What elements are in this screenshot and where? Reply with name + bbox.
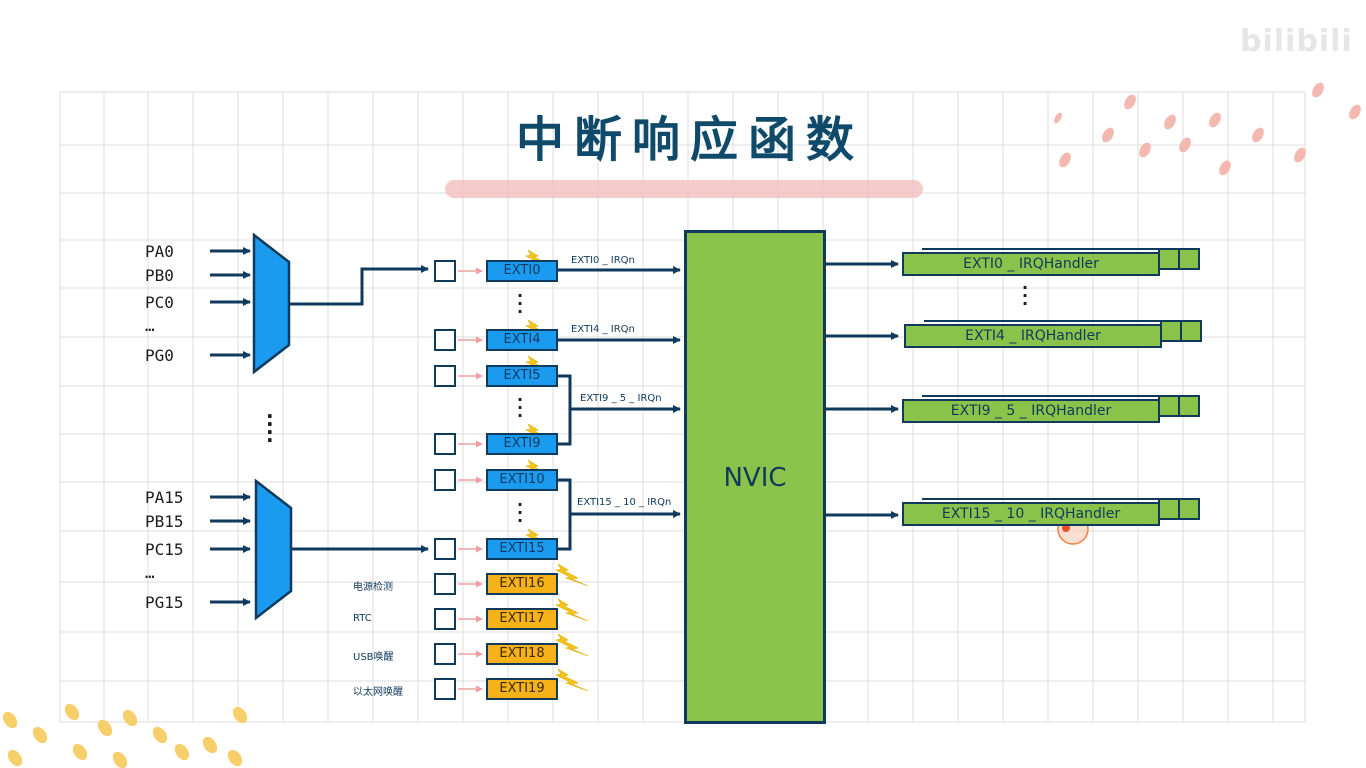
source-label: 以太网唤醒 [353, 687, 403, 698]
pin-label: PG0 [145, 346, 174, 365]
pin-label: PC0 [145, 293, 174, 312]
handler-stack-edge [922, 395, 1162, 401]
exti-special-box: EXTI19 [486, 678, 558, 700]
pin-label: PG15 [145, 593, 184, 612]
edge-detect-square [434, 678, 456, 700]
title-underline [445, 180, 923, 198]
source-label: USB唤醒 [353, 652, 394, 663]
vertical-ellipsis: ··· [517, 495, 524, 530]
exti-line-box: EXTI4 [486, 329, 558, 351]
irqn-label: EXTI4 _ IRQn [571, 324, 635, 335]
handler-label: EXTI9 _ 5 _ IRQHandler [902, 399, 1160, 423]
edge-detect-square [434, 608, 456, 630]
handler-stack-box [1158, 248, 1180, 270]
pin-label: PB15 [145, 512, 184, 531]
edge-detect-square [434, 538, 456, 560]
edge-detect-square [434, 573, 456, 595]
edge-detect-square [434, 433, 456, 455]
handler-stack-box [1180, 320, 1202, 342]
exti15-10-bracket [558, 478, 572, 551]
exti-special-box: EXTI18 [486, 643, 558, 665]
handler-label: EXTI0 _ IRQHandler [902, 252, 1160, 276]
handler-block: EXTI9 _ 5 _ IRQHandler [902, 395, 1200, 423]
edge-detect-square [434, 643, 456, 665]
bilibili-watermark: bilibili [1240, 24, 1353, 59]
exti-line-box: EXTI5 [486, 365, 558, 387]
handler-stack-box [1158, 498, 1180, 520]
pin-ellipsis: … [145, 316, 155, 335]
page-title: 中断响应函数 [515, 112, 864, 168]
source-label: RTC [353, 613, 372, 624]
handler-stack-box [1160, 320, 1182, 342]
handler-stack-box [1158, 395, 1180, 417]
source-label: 电源检测 [353, 582, 393, 593]
nvic-label: NVIC [723, 463, 787, 493]
pin-arrows-group1 [210, 247, 251, 359]
pin-label: PB0 [145, 266, 174, 285]
mux-group1 [252, 232, 291, 375]
pin-label: PA0 [145, 242, 174, 261]
exti-line-box: EXTI9 [486, 433, 558, 455]
handler-label: EXTI4 _ IRQHandler [904, 324, 1162, 348]
nvic-block: NVIC [684, 230, 826, 724]
mux1-output-line [289, 265, 429, 306]
edge-detect-square [434, 365, 456, 387]
handler-stack-box [1178, 498, 1200, 520]
edge-detect-square [434, 469, 456, 491]
vertical-ellipsis: ··· [517, 390, 524, 425]
handler-block: EXTI0 _ IRQHandler [902, 248, 1200, 276]
vertical-ellipsis: ···· [266, 404, 274, 452]
pin-ellipsis: … [145, 563, 155, 582]
irqn-label: EXTI0 _ IRQn [571, 255, 635, 266]
pink-arrows [458, 267, 483, 693]
irqn-label: EXTI9 _ 5 _ IRQn [580, 393, 662, 404]
pin-label: PA15 [145, 488, 184, 507]
edge-detect-square [434, 260, 456, 282]
pin-label: PC15 [145, 540, 184, 559]
decor-pink-dots [1054, 82, 1361, 176]
exti-special-box: EXTI17 [486, 608, 558, 630]
exti-line-box: EXTI10 [486, 469, 558, 491]
vertical-ellipsis: ··· [517, 286, 524, 321]
edge-detect-square [434, 329, 456, 351]
irqn-label: EXTI15 _ 10 _ IRQn [577, 497, 672, 508]
handler-stack-box [1178, 248, 1200, 270]
handler-stack-box [1178, 395, 1200, 417]
mux-group2 [254, 478, 293, 621]
handler-stack-edge [922, 248, 1162, 254]
vertical-ellipsis: ··· [1022, 278, 1029, 313]
handler-label: EXTI15 _ 10 _ IRQHandler [902, 502, 1160, 526]
handler-block: EXTI4 _ IRQHandler [904, 320, 1202, 348]
exti-line-box: EXTI0 [486, 260, 558, 282]
handler-block: EXTI15 _ 10 _ IRQHandler [902, 498, 1200, 526]
exti-special-box: EXTI16 [486, 573, 558, 595]
handler-stack-edge [924, 320, 1164, 326]
decor-yellow-dots [2, 703, 248, 768]
pin-arrows-group2 [210, 493, 251, 606]
handler-stack-edge [922, 498, 1162, 504]
exti-line-box: EXTI15 [486, 538, 558, 560]
